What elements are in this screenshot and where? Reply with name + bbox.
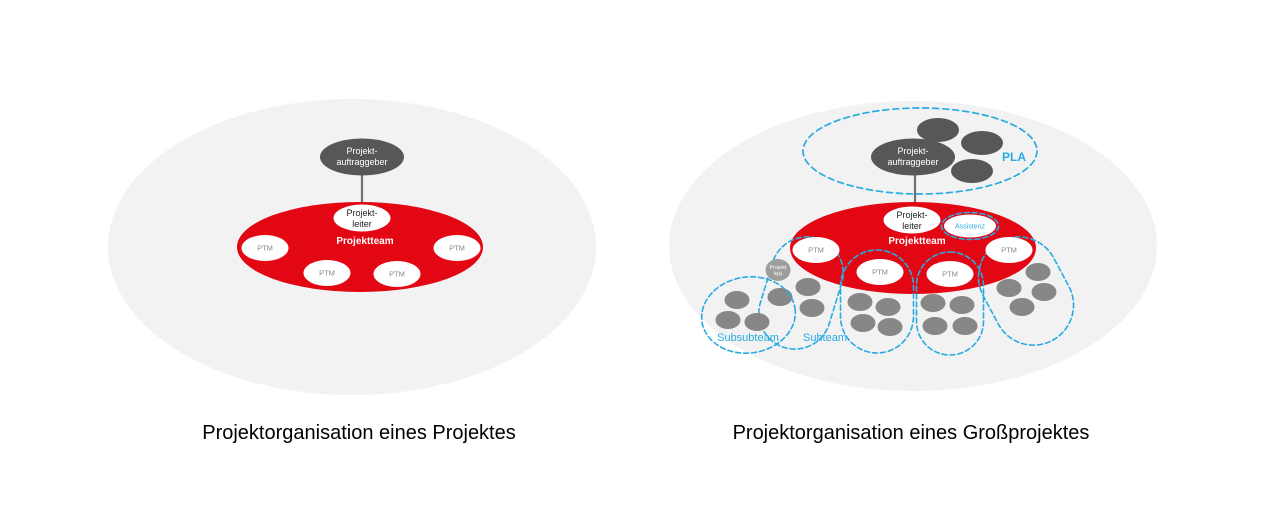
member-node: [996, 279, 1022, 297]
ptm-label: PTM: [1001, 246, 1017, 255]
member-node: [767, 288, 793, 306]
pla-member-node: [961, 131, 1003, 155]
ptm-node: [433, 235, 481, 261]
ptm-node: [241, 235, 289, 261]
ptm-label: PTM: [872, 268, 888, 277]
left-ptm-nodes: PTM PTM PTM PTM: [241, 235, 481, 287]
member-node: [920, 294, 946, 312]
left-sponsor-node: [320, 138, 404, 176]
member-node: [850, 314, 876, 332]
left-diagram-title: Projektorganisation eines Projektes: [202, 422, 516, 444]
left-project-leader-node: [333, 204, 391, 232]
ptm-node: [926, 261, 974, 287]
ptm-label: PTM: [808, 246, 824, 255]
pla-group: PLA: [802, 107, 1038, 195]
right-leader-label-line2: leiter: [902, 221, 922, 231]
member-node: [952, 317, 978, 335]
member-node: [847, 293, 873, 311]
ptm-label: PTM: [389, 270, 405, 279]
left-sponsor-label-line1: Projekt-: [346, 146, 377, 156]
right-project-leader-node: [883, 206, 941, 234]
pla-label: PLA: [1002, 150, 1026, 164]
pla-member-node: [951, 159, 993, 183]
member-node: [799, 299, 825, 317]
left-leader-label-line1: Projekt-: [346, 208, 377, 218]
assistant-node: Assistenz: [940, 211, 1000, 241]
right-team-label: Projektteam: [888, 236, 945, 247]
left-leader-label-line2: leiter: [352, 219, 372, 229]
assistant-boundary: [940, 211, 1000, 241]
projekt-ma-node: Projekt MA: [765, 259, 791, 281]
member-node: [715, 311, 741, 329]
left-project-team-ellipse: [237, 202, 483, 292]
member-node: [724, 291, 750, 309]
assistant-label: Assistenz: [955, 224, 985, 231]
member-node: [949, 296, 975, 314]
ptm-node: [856, 259, 904, 285]
member-node: [922, 317, 948, 335]
ptm-node: [792, 237, 840, 263]
subteam-boundary-3: [915, 251, 985, 356]
right-sponsor-label-line1: Projekt-: [897, 146, 928, 156]
member-node: [875, 298, 901, 316]
ptm-label: PTM: [942, 270, 958, 279]
subteam-label: Subteam: [803, 332, 847, 344]
projekt-ma-label-line2: MA: [774, 272, 783, 278]
subteam-boundary-2: [839, 249, 915, 354]
ptm-node: [373, 261, 421, 287]
right-ptm-nodes: PTM PTM PTM PTM: [792, 237, 1033, 287]
left-sponsor-label-line2: auftraggeber: [336, 157, 387, 167]
left-team-label: Projektteam: [336, 236, 393, 247]
member-node: [795, 278, 821, 296]
subsubteam-label: Subsubteam: [717, 332, 779, 344]
subteam-members: [715, 263, 1057, 336]
right-sponsor-label-line2: auftraggeber: [887, 157, 938, 167]
projekt-ma-ellipse: [765, 259, 791, 281]
ptm-label: PTM: [257, 244, 273, 253]
pla-member-node: [917, 118, 959, 142]
pla-boundary-ellipse: [802, 107, 1038, 195]
ptm-node: [985, 237, 1033, 263]
assistant-ellipse: [944, 214, 996, 238]
right-leader-label-line1: Projekt-: [896, 210, 927, 220]
member-node: [877, 318, 903, 336]
member-node: [744, 313, 770, 331]
subsubteam-boundary: [700, 276, 797, 354]
right-diagram-title: Projektorganisation eines Großprojektes: [733, 422, 1090, 444]
projekt-ma-label-line1: Projekt: [769, 265, 787, 271]
ptm-label: PTM: [449, 244, 465, 253]
left-diagram: Projekt- auftraggeber Projekt- leiter Pr…: [108, 99, 596, 444]
right-sponsor-node: [871, 138, 955, 176]
member-node: [1009, 298, 1035, 316]
right-diagram: PLA Projekt- auftraggeber Projekt- leite…: [669, 101, 1157, 444]
member-node: [1031, 283, 1057, 301]
ptm-label: PTM: [319, 269, 335, 278]
member-node: [1025, 263, 1051, 281]
ptm-node: [303, 260, 351, 286]
